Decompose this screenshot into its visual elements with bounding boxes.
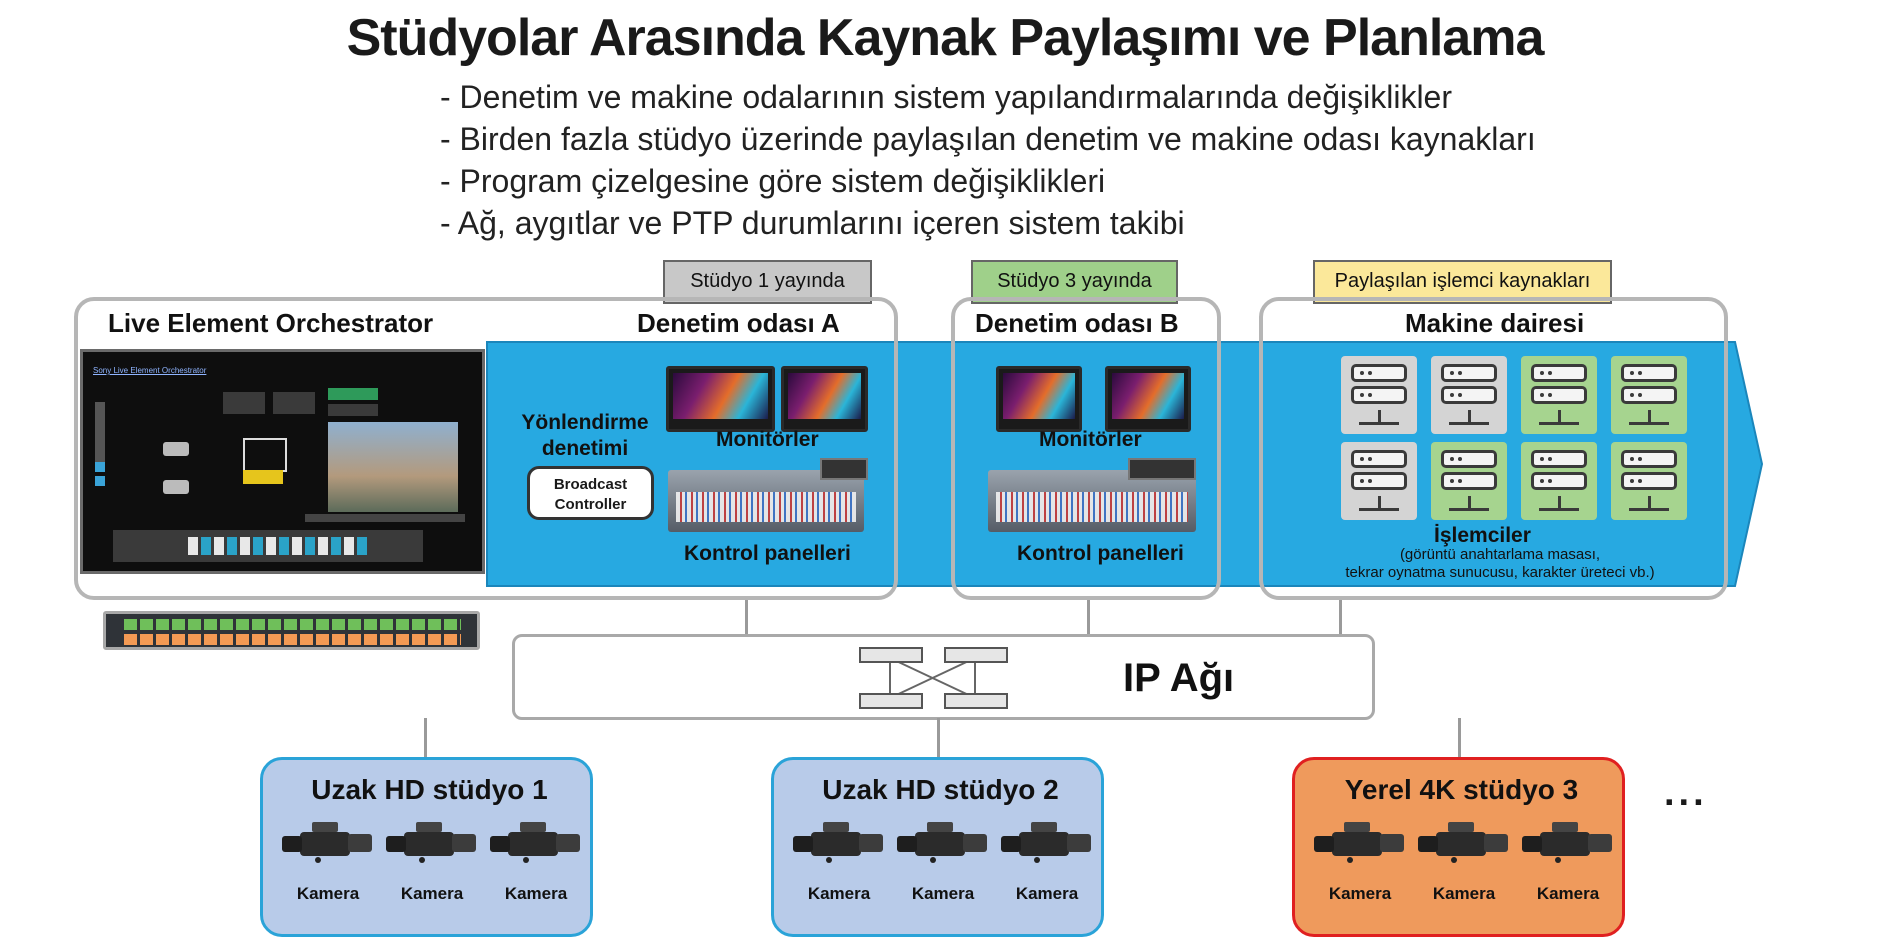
leo-node — [328, 388, 378, 400]
control-panel-icon — [668, 470, 864, 532]
control-panels-label-a: Kontrol panelleri — [684, 542, 851, 565]
server-icon — [1611, 442, 1687, 520]
leo-node — [273, 392, 315, 414]
tag-shared-resources: Paylaşılan işlemci kaynakları — [1313, 260, 1612, 304]
leo-buttons — [188, 537, 368, 555]
camera-icon — [163, 480, 189, 494]
machine-room-title: Makine dairesi — [1405, 308, 1585, 338]
server-icon — [1521, 442, 1597, 520]
leo-node — [243, 470, 283, 484]
server-icon — [1521, 356, 1597, 434]
connector-line — [424, 718, 427, 758]
monitor-icon — [1105, 366, 1191, 432]
control-room-a-title: Denetim odası A — [637, 308, 840, 338]
studio-card: Uzak HD stüdyo 1 — [260, 757, 593, 937]
leo-node — [223, 392, 265, 414]
machine-room-frame — [1259, 297, 1728, 600]
tag-studio3-onair: Stüdyo 3 yayında — [971, 260, 1178, 304]
studio-card-local: Yerel 4K stüdyo 3 — [1292, 757, 1625, 937]
routing-control-label: Yönlendirme denetimi — [521, 411, 649, 460]
leo-node — [95, 462, 105, 472]
monitors-label-a: Monitörler — [716, 428, 819, 451]
control-room-b-frame — [951, 297, 1221, 600]
connector-line — [745, 600, 748, 634]
connector-line — [1339, 600, 1342, 634]
router-buttons-top — [124, 619, 461, 630]
studio-title: Uzak HD stüdyo 1 — [311, 774, 548, 805]
leo-title: Live Element Orchestrator — [108, 308, 434, 338]
processors-note-1: (görüntü anahtarlama masası, — [1399, 546, 1601, 563]
panel-display — [1128, 458, 1196, 480]
server-icon — [1341, 356, 1417, 434]
router-buttons-bottom — [124, 634, 461, 645]
control-room-b-title: Denetim odası B — [975, 308, 1179, 338]
bullet-list: - Denetim ve makine odalarının sistem ya… — [440, 76, 1536, 244]
network-switch-icon — [859, 647, 1008, 709]
server-icon — [1431, 356, 1507, 434]
leo-preview-image — [328, 422, 458, 512]
server-icon — [1611, 356, 1687, 434]
ip-network-box — [512, 634, 1375, 720]
studio-title: Yerel 4K stüdyo 3 — [1344, 774, 1579, 805]
connector-line — [1458, 718, 1461, 758]
leo-node — [305, 514, 465, 522]
bullet-item: - Denetim ve makine odalarının sistem ya… — [440, 79, 1452, 115]
control-panel-icon — [988, 470, 1196, 532]
bullet-item: - Ağ, aygıtlar ve PTP durumlarını içeren… — [440, 205, 1185, 241]
studio-card: Uzak HD stüdyo 2 — [771, 757, 1104, 937]
processors-label: İşlemciler — [1434, 524, 1531, 547]
monitors-label-b: Monitörler — [1039, 428, 1142, 451]
connector-line — [937, 718, 940, 758]
leo-node — [243, 438, 287, 472]
bullet-item: - Program çizelgesine göre sistem değişi… — [440, 163, 1106, 199]
connector-line — [1087, 600, 1090, 634]
monitor-icon — [666, 366, 775, 432]
studio-title: Uzak HD stüdyo 2 — [822, 774, 1059, 805]
processors-note-2: tekrar oynatma sunucusu, karakter üretec… — [1345, 564, 1655, 581]
leo-node — [328, 404, 378, 416]
leo-node — [95, 402, 105, 462]
broadcast-controller-box: Broadcast Controller — [527, 466, 654, 520]
page-title: Stüdyolar Arasında Kaynak Paylaşımı ve P… — [346, 9, 1545, 67]
router-panel — [103, 611, 480, 650]
camera-icon — [163, 442, 189, 456]
server-icon — [1341, 442, 1417, 520]
server-icon — [1431, 442, 1507, 520]
ip-network-label: IP Ağı — [1123, 656, 1235, 700]
control-panels-label-b: Kontrol panelleri — [1017, 542, 1184, 565]
more-indicator: ... — [1664, 772, 1708, 814]
leo-node — [95, 476, 105, 486]
leo-screen: Sony Live Element Orchestrator — [80, 349, 485, 574]
monitor-icon — [996, 366, 1082, 432]
monitor-icon — [781, 366, 868, 432]
control-room-a-frame — [74, 297, 898, 600]
bullet-item: - Birden fazla stüdyo üzerinde paylaşıla… — [440, 121, 1536, 157]
panel-display — [820, 458, 868, 480]
tag-studio1-onair: Stüdyo 1 yayında — [663, 260, 872, 304]
leo-screen-caption: Sony Live Element Orchestrator — [93, 366, 207, 375]
server-grid — [1341, 356, 1687, 522]
